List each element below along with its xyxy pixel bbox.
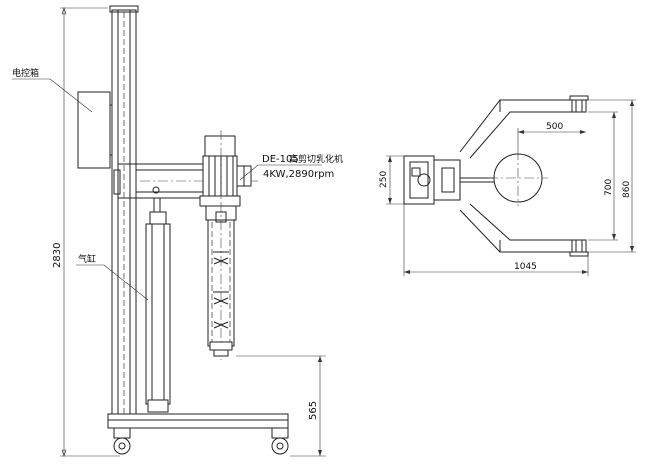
model-code-text: DE-105: [262, 154, 299, 165]
model-desc-text: 高剪切乳化机: [289, 153, 343, 165]
dim-700-text: 700: [604, 179, 614, 196]
cylinder-text: 气缸: [78, 253, 96, 265]
main-column: [109, 5, 139, 423]
dim-250-text: 250: [379, 171, 389, 188]
dim-860-text: 860: [622, 181, 632, 198]
dim-total-height-text: 2830: [52, 243, 63, 268]
dim-base-height: 565: [236, 355, 326, 457]
dim-500-text: 500: [546, 122, 563, 132]
top-column-head: [403, 155, 494, 205]
mixer-shaft-housing: [205, 130, 237, 360]
dim-1045: 1045: [403, 204, 589, 276]
top-frame: [459, 95, 589, 257]
control-box-label: 电控箱: [12, 67, 93, 113]
dim-700: 700: [588, 111, 618, 241]
dim-base-height-text: 565: [308, 401, 319, 420]
air-cylinder: [145, 197, 171, 413]
model-spec-text: 4KW,2890rpm: [263, 169, 334, 180]
model-label: DE-105 高剪切乳化机 4KW,2890rpm: [239, 153, 343, 181]
dim-500: 500: [517, 122, 586, 150]
top-vessel: [488, 150, 548, 206]
caster-wheels: [113, 437, 289, 455]
cylinder-label: 气缸: [76, 253, 149, 301]
dim-250: 250: [379, 155, 404, 205]
dim-860: 860: [588, 99, 636, 253]
control-box: [77, 91, 112, 169]
motor: [199, 135, 252, 207]
control-box-text: 电控箱: [12, 67, 39, 79]
dim-1045-text: 1045: [514, 262, 537, 272]
dim-total-height: 2830: [52, 7, 120, 457]
base-frame: [107, 413, 289, 439]
